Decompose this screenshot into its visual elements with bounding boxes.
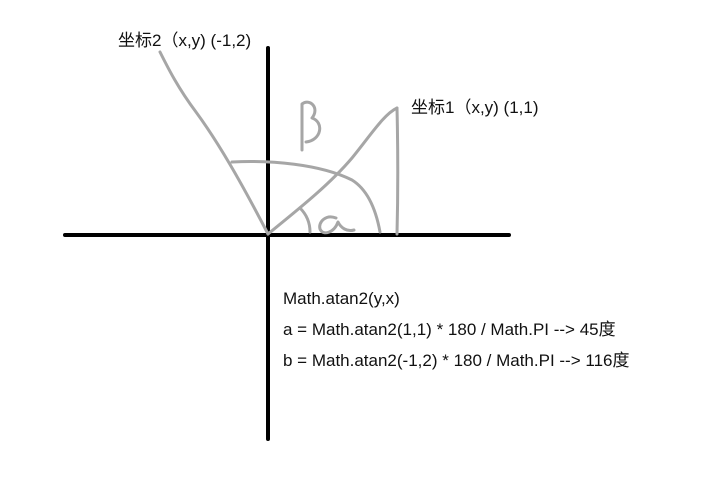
ray-point-1: [266, 106, 399, 236]
beta-symbol-icon: [300, 100, 322, 152]
formula-atan2-signature: Math.atan2(y,x): [283, 289, 400, 308]
formula-block: Math.atan2(y,x) a = Math.atan2(1,1) * 18…: [283, 289, 629, 382]
point-2-label: 坐标2（x,y) (-1,2): [118, 31, 252, 50]
projection-line-point-1: [395, 106, 400, 236]
formula-angle-b: b = Math.atan2(-1,2) * 180 / Math.PI -->…: [283, 351, 630, 370]
point-1-label: 坐标1（x,y) (1,1): [411, 98, 539, 117]
alpha-symbol-icon: [318, 215, 356, 235]
ray-point-2: [158, 50, 270, 236]
alpha-angle-arc: [298, 206, 312, 234]
beta-angle-arc: [230, 160, 382, 234]
formula-angle-a: a = Math.atan2(1,1) * 180 / Math.PI --> …: [283, 320, 616, 339]
